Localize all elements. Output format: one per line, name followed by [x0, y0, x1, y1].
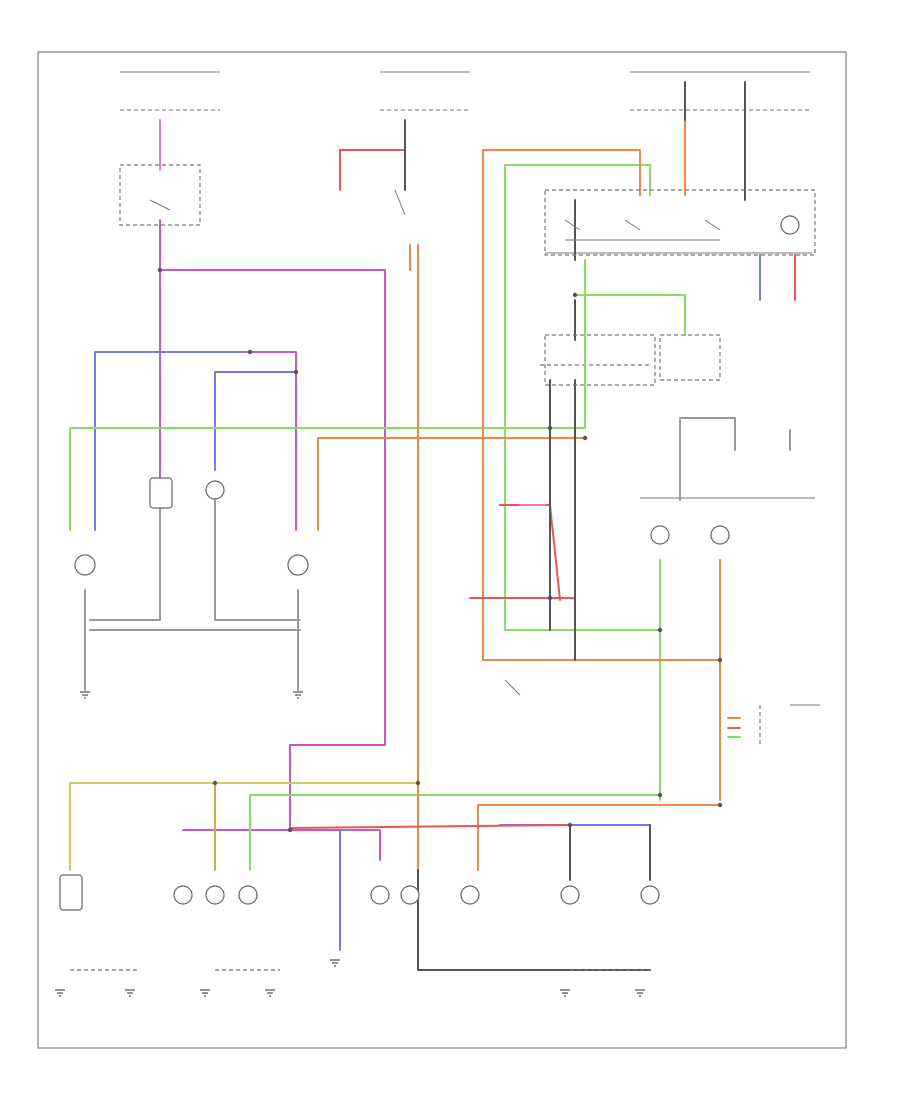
trailer-connector — [759, 704, 820, 745]
ground-icon — [330, 959, 340, 967]
right-turn-lamp-icon — [287, 554, 309, 576]
license-lamp-right-icon — [640, 885, 660, 905]
trailer-left-lamp-icon — [650, 525, 670, 545]
rear-combo-lamp-4-icon — [370, 885, 390, 905]
lighting-switch-box — [544, 189, 816, 256]
left-front-lamp-icon — [149, 477, 173, 509]
ground-icon — [200, 989, 210, 997]
ground-icon — [635, 989, 645, 997]
rear-combo-lamp-6-icon — [460, 885, 480, 905]
rear-combo-lamp-5-icon — [400, 885, 420, 905]
trailer-right-lamp-icon — [710, 525, 730, 545]
power-rails — [120, 71, 815, 499]
license-lamp-left-icon — [560, 885, 580, 905]
ground-icon — [55, 989, 65, 997]
rear-combo-lamp-2-icon — [205, 885, 225, 905]
junction-dots — [157, 267, 723, 833]
rear-combo-lamp-3-icon — [238, 885, 258, 905]
lamps — [59, 477, 730, 911]
control-box — [659, 334, 721, 381]
ground-icon — [293, 691, 303, 699]
ground-icon — [125, 989, 135, 997]
ground-symbols — [55, 691, 650, 997]
ground-icon — [265, 989, 275, 997]
wires — [69, 81, 796, 971]
switch-assemblies — [119, 164, 816, 696]
ground-icon — [80, 691, 90, 699]
rear-lamp-left-icon — [59, 874, 83, 911]
ground-icon — [560, 989, 570, 997]
dimmer-icon — [780, 215, 800, 235]
right-front-lamp-icon — [205, 480, 225, 500]
left-turn-lamp-icon — [74, 554, 96, 576]
relay-box — [544, 334, 656, 386]
combination-switch-box — [119, 164, 201, 226]
rear-combo-lamp-1-icon — [173, 885, 193, 905]
diagram-frame — [37, 51, 847, 1049]
